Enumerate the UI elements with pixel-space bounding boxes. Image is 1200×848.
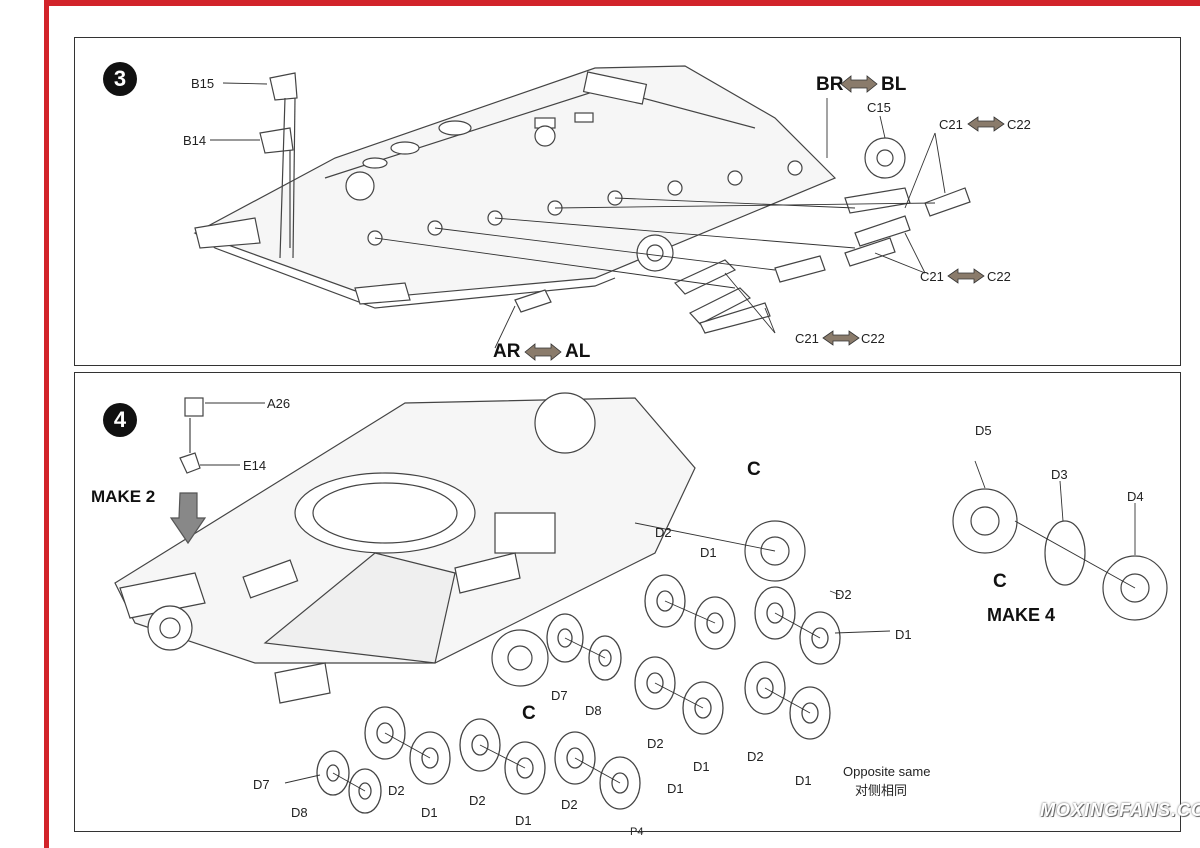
step-4-panel: 4 MAKE 2 A26 E14 C C C MAKE 4 D5 D3 D4 D… — [74, 372, 1181, 832]
part-label-d5: D5 — [975, 423, 992, 438]
part-label-d1: D1 — [895, 627, 912, 642]
step-4-hull-drawing — [114, 392, 1168, 814]
part-label-d2: D2 — [655, 525, 672, 540]
label-make-2: MAKE 2 — [91, 487, 156, 506]
page-number: P4 — [630, 826, 644, 838]
part-label-c15: C15 — [867, 100, 891, 115]
note-opposite-same: Opposite same — [843, 764, 931, 779]
part-label-d2: D2 — [835, 587, 852, 602]
step-number-3: 3 — [103, 62, 137, 96]
part-label-d7: D7 — [551, 688, 568, 703]
part-label-e14: E14 — [243, 458, 267, 473]
watermark: MOXINGFANS.COM — [1040, 800, 1200, 820]
part-label-c21-c: C21 — [795, 331, 819, 346]
label-sprocket-c-top: C — [747, 459, 761, 480]
part-label-a26: A26 — [267, 396, 291, 411]
part-label-d1: D1 — [795, 773, 812, 788]
part-label-d4: D4 — [1127, 489, 1144, 504]
page-left-border — [44, 0, 49, 848]
page-top-border — [44, 0, 1200, 6]
part-label-c22-b: C22 — [987, 269, 1011, 284]
label-sprocket-c-detail: C — [993, 571, 1007, 592]
leader-line-b15 — [222, 82, 268, 85]
part-label-c21-b: C21 — [920, 269, 944, 284]
note-opposite-same-cn: 对侧相同 — [855, 783, 908, 798]
part-label-d8: D8 — [585, 703, 602, 718]
part-label-d2: D2 — [747, 749, 764, 764]
label-al: AL — [565, 341, 591, 362]
part-label-d2: D2 — [561, 797, 578, 812]
part-label-c21-a: C21 — [939, 117, 963, 132]
label-bl: BL — [881, 74, 907, 95]
part-label-c22-c: C22 — [861, 331, 885, 346]
part-label-d2: D2 — [647, 736, 664, 751]
part-label-b15: B15 — [191, 76, 215, 91]
part-label-d1: D1 — [700, 545, 717, 560]
label-make-4: MAKE 4 — [987, 605, 1056, 625]
step-number-4: 4 — [103, 403, 137, 437]
part-label-d8: D8 — [291, 805, 308, 820]
step-3-panel: 3 B15 B14 BR BL C15 C21 C22 C21 C22 C21 … — [74, 37, 1181, 366]
label-br: BR — [816, 74, 844, 95]
label-sprocket-c-mid: C — [522, 703, 536, 724]
part-label-d1: D1 — [515, 813, 532, 828]
part-label-d1: D1 — [693, 759, 710, 774]
part-label-d3: D3 — [1051, 467, 1068, 482]
part-label-d2: D2 — [388, 783, 405, 798]
part-label-b14: B14 — [183, 133, 207, 148]
part-label-c22-a: C22 — [1007, 117, 1031, 132]
part-label-d1: D1 — [421, 805, 438, 820]
part-label-d1: D1 — [667, 781, 684, 796]
part-label-d2: D2 — [469, 793, 486, 808]
step-3-hull-drawing — [193, 65, 1005, 361]
label-ar: AR — [493, 341, 521, 362]
swap-arrows — [524, 75, 1005, 361]
part-label-d7: D7 — [253, 777, 270, 792]
